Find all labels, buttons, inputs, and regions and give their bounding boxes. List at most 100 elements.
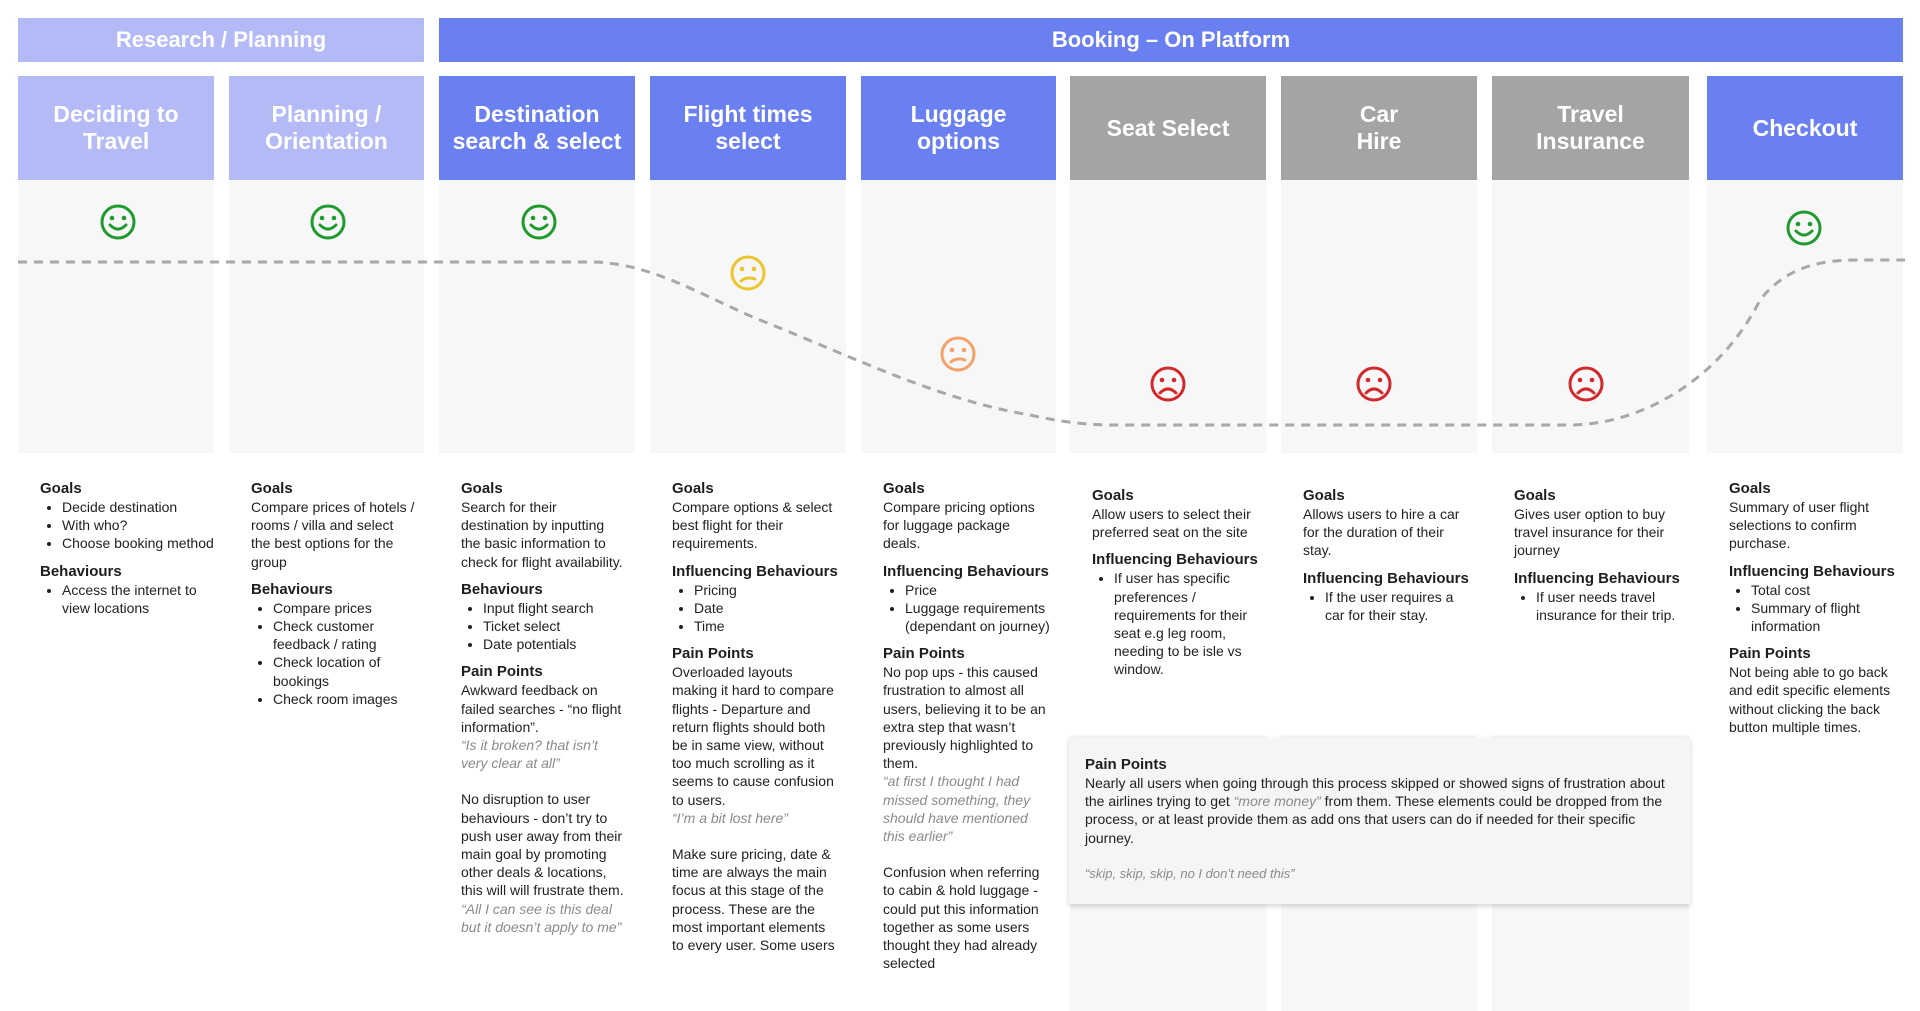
- confused-face-icon: [940, 336, 976, 372]
- stage-card-planning-orientation: Goals Compare prices of hotels / rooms /…: [229, 453, 424, 1011]
- list-item: Total cost: [1751, 581, 1895, 599]
- stage-card-destination-search: Goals Search for their destination by in…: [439, 453, 635, 1011]
- pain-point-text: Make sure pricing, date & time are alway…: [672, 846, 835, 954]
- goals-text: Allows users to hire a car for the durat…: [1303, 506, 1460, 559]
- stage-card-flight-times: Goals Compare options & select best flig…: [650, 453, 846, 1011]
- list-item: Access the internet to view locations: [62, 581, 214, 617]
- pain-point-text: No disruption to user behaviours - don’t…: [461, 791, 624, 899]
- goals-text: Summary of user flight selections to con…: [1729, 499, 1870, 552]
- confused-face-icon: [730, 255, 766, 291]
- pain-points-heading: Pain Points: [672, 645, 754, 663]
- stage-card-deciding-to-travel: Goals Decide destination With who? Choos…: [18, 453, 214, 1011]
- list-item: Price: [905, 581, 1050, 599]
- stage-header-travel-insurance: Travel Insurance: [1492, 76, 1689, 180]
- pain-point-text: Awkward feedback on failed searches - “n…: [461, 682, 622, 735]
- behaviours-list: Input flight search Ticket select Date p…: [461, 599, 627, 654]
- goals-heading: Goals: [1514, 487, 1556, 504]
- goals-text: Search for their destination by inputtin…: [461, 499, 623, 570]
- list-item: Summary of flight information: [1751, 599, 1895, 635]
- stage-header-car-hire: Car Hire: [1281, 76, 1477, 180]
- stage-header-planning-orientation: Planning / Orientation: [229, 76, 424, 180]
- pain-point-text-part: Nearly all users when going through this…: [1085, 775, 1665, 810]
- phase-booking-on-platform: Booking – On Platform: [439, 18, 1903, 62]
- user-quote: “at first I thought I had missed somethi…: [883, 773, 1031, 845]
- pain-points-heading: Pain Points: [883, 645, 965, 663]
- pain-point-text: Overloaded layouts making it hard to com…: [672, 664, 834, 808]
- shared-pain-points-box: Pain Points Nearly all users when going …: [1069, 738, 1690, 904]
- list-item: Date: [694, 599, 838, 617]
- list-item: If user has specific preferences / requi…: [1114, 569, 1258, 678]
- stage-header-flight-times: Flight times select: [650, 76, 846, 180]
- goals-heading: Goals: [1729, 480, 1771, 497]
- behaviours-list: Compare prices Check customer feedback /…: [251, 599, 416, 708]
- list-item: Pricing: [694, 581, 838, 599]
- influencing-behaviours-heading: Influencing Behaviours: [1092, 551, 1258, 569]
- pain-points-heading: Pain Points: [1085, 756, 1167, 773]
- influencing-list: If user needs travel insurance for their…: [1514, 588, 1681, 624]
- list-item: Decide destination: [62, 498, 214, 516]
- list-item: Input flight search: [483, 599, 627, 617]
- sad-face-icon: [1568, 366, 1604, 402]
- influencing-list: Price Luggage requirements (dependant on…: [883, 581, 1050, 636]
- list-item: Time: [694, 617, 838, 635]
- list-item: Luggage requirements (dependant on journ…: [905, 599, 1050, 635]
- happy-face-icon: [310, 204, 346, 240]
- goals-heading: Goals: [1303, 487, 1345, 504]
- list-item: With who?: [62, 516, 214, 534]
- behaviours-heading: Behaviours: [40, 562, 122, 580]
- happy-face-icon: [521, 204, 557, 240]
- influencing-list: If user has specific preferences / requi…: [1092, 569, 1258, 678]
- goals-text: Gives user option to buy travel insuranc…: [1514, 506, 1665, 559]
- pain-point-text: No pop ups - this caused frustration to …: [883, 664, 1046, 772]
- influencing-behaviours-heading: Influencing Behaviours: [1303, 569, 1469, 587]
- list-item: Check customer feedback / rating: [273, 617, 416, 653]
- pain-point-text: Not being able to go back and edit speci…: [1729, 664, 1891, 735]
- stage-card-luggage-options: Goals Compare pricing options for luggag…: [861, 453, 1056, 1011]
- pain-points-heading: Pain Points: [461, 663, 543, 681]
- sad-face-icon: [1150, 366, 1186, 402]
- stage-header-luggage-options: Luggage options: [861, 76, 1056, 180]
- behaviours-heading: Behaviours: [251, 580, 333, 598]
- goals-text: Compare options & select best flight for…: [672, 499, 833, 552]
- stage-card-car-hire: Goals Allows users to hire a car for the…: [1281, 453, 1477, 735]
- stage-header-seat-select: Seat Select: [1070, 76, 1266, 180]
- sad-face-icon: [1356, 366, 1392, 402]
- goals-text: Allow users to select their preferred se…: [1092, 506, 1251, 541]
- happy-face-icon: [100, 204, 136, 240]
- phase-research-planning: Research / Planning: [18, 18, 424, 62]
- influencing-behaviours-heading: Influencing Behaviours: [883, 562, 1049, 580]
- goals-heading: Goals: [461, 480, 503, 497]
- list-item: Check room images: [273, 690, 416, 708]
- stage-header-deciding-to-travel: Deciding to Travel: [18, 76, 214, 180]
- influencing-list: Pricing Date Time: [672, 581, 838, 636]
- influencing-behaviours-heading: Influencing Behaviours: [672, 562, 838, 580]
- goals-heading: Goals: [251, 480, 293, 497]
- goals-heading: Goals: [883, 480, 925, 497]
- stage-card-checkout: Goals Summary of user flight selections …: [1707, 453, 1903, 1011]
- pain-points-heading: Pain Points: [1729, 645, 1811, 663]
- goals-heading: Goals: [40, 480, 82, 497]
- happy-face-icon: [1786, 210, 1822, 246]
- user-quote: “skip, skip, skip, no I don’t need this”: [1085, 865, 1295, 881]
- list-item: Check location of bookings: [273, 653, 416, 689]
- pain-point-text-part: from them. These elements could be dropp…: [1085, 793, 1663, 846]
- list-item: Compare prices: [273, 599, 416, 617]
- list-item: Choose booking method: [62, 534, 214, 552]
- list-item: If the user requires a car for their sta…: [1325, 588, 1469, 624]
- behaviours-heading: Behaviours: [461, 580, 543, 598]
- goals-text: Compare pricing options for luggage pack…: [883, 499, 1035, 552]
- influencing-behaviours-heading: Influencing Behaviours: [1729, 562, 1895, 580]
- goals-heading: Goals: [672, 480, 714, 497]
- stage-card-travel-insurance: Goals Gives user option to buy travel in…: [1492, 453, 1689, 735]
- influencing-list: If the user requires a car for their sta…: [1303, 588, 1469, 624]
- stage-header-checkout: Checkout: [1707, 76, 1903, 180]
- user-quote: “All I can see is this deal but it doesn…: [461, 900, 622, 935]
- list-item: If user needs travel insurance for their…: [1536, 588, 1681, 624]
- user-quote: “Is it broken? that isn’t very clear at …: [461, 737, 598, 772]
- goals-heading: Goals: [1092, 487, 1134, 504]
- goals-text: Compare prices of hotels / rooms / villa…: [251, 499, 415, 570]
- influencing-behaviours-heading: Influencing Behaviours: [1514, 569, 1680, 587]
- stage-card-seat-select: Goals Allow users to select their prefer…: [1070, 453, 1266, 735]
- highlighted-quote: “more money”: [1233, 793, 1321, 810]
